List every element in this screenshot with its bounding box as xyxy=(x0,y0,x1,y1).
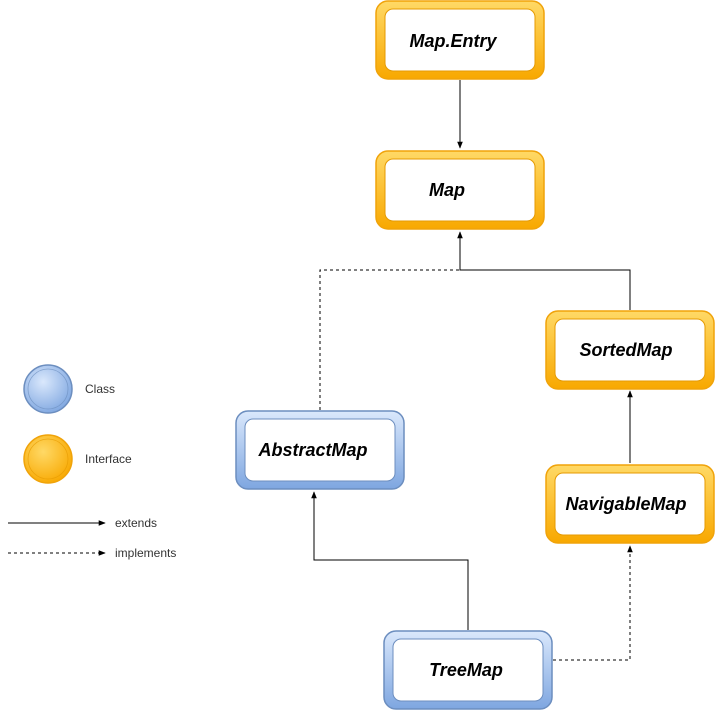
legend-implements-label: implements xyxy=(115,546,176,560)
legend-class-item: Class xyxy=(23,364,115,414)
legend-implements-item: implements xyxy=(8,546,176,560)
edge-sorted-map-extends-map xyxy=(457,231,631,310)
legend-extends-label: extends xyxy=(115,516,157,530)
legend: Class Interface extends implements xyxy=(8,364,176,560)
edge-abstract-map-implements-map xyxy=(319,269,460,410)
legend-interface-item: Interface xyxy=(23,434,132,484)
node-map[interactable]: Map xyxy=(375,150,545,230)
node-label: AbstractMap xyxy=(257,440,367,460)
legend-extends-item: extends xyxy=(8,516,157,530)
edge-tree-map-implements-navigable-map xyxy=(553,545,633,661)
interface-swatch-icon xyxy=(23,434,73,484)
node-abstract-map[interactable]: AbstractMap xyxy=(235,410,405,490)
node-sorted-map[interactable]: SortedMap xyxy=(545,310,715,390)
legend-class-label: Class xyxy=(85,382,115,396)
class-swatch-icon xyxy=(23,364,73,414)
node-label: TreeMap xyxy=(429,660,503,680)
node-tree-map[interactable]: TreeMap xyxy=(383,630,553,710)
edge-tree-map-extends-abstract-map xyxy=(311,491,469,630)
node-label: NavigableMap xyxy=(565,494,686,514)
node-label: Map xyxy=(429,180,465,200)
node-label: Map.Entry xyxy=(409,31,497,51)
node-map-entry[interactable]: Map.Entry xyxy=(375,0,545,80)
node-navigable-map[interactable]: NavigableMap xyxy=(545,464,715,544)
legend-interface-label: Interface xyxy=(85,452,132,466)
node-label: SortedMap xyxy=(579,340,672,360)
